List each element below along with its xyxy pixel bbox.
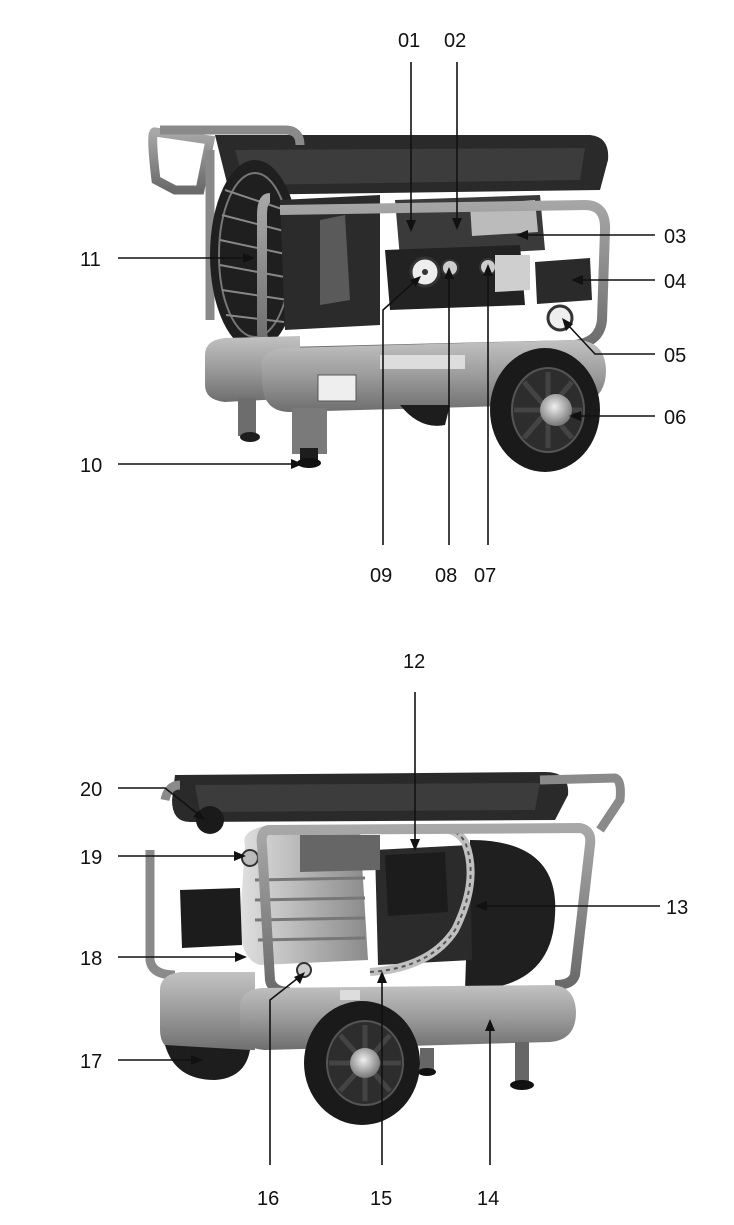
label-20: 20 xyxy=(80,779,102,801)
arrowhead-12 xyxy=(410,839,420,851)
label-12: 12 xyxy=(403,651,425,673)
arrowhead-20 xyxy=(193,810,205,820)
labels-top: 01 02 03 04 05 06 07 08 09 10 11 xyxy=(80,30,686,587)
arrowhead-18 xyxy=(235,952,247,962)
fan-housing-rear xyxy=(465,840,556,990)
arrowhead-07 xyxy=(483,264,493,276)
arrowhead-19 xyxy=(234,851,246,861)
leader-09 xyxy=(382,281,415,545)
pressure-switch xyxy=(535,258,592,304)
leader-16 xyxy=(269,977,299,1165)
label-17: 17 xyxy=(80,1051,102,1073)
compressor-front-view xyxy=(148,125,611,472)
handle-rear xyxy=(539,773,625,833)
label-19: 19 xyxy=(80,847,102,869)
label-03: 03 xyxy=(664,226,686,248)
arrowhead-04 xyxy=(571,275,583,285)
label-11: 11 xyxy=(80,249,101,271)
arrowhead-09 xyxy=(410,276,421,287)
callouts-bottom xyxy=(118,692,660,1165)
callouts-top xyxy=(118,62,655,545)
arrowhead-13 xyxy=(475,901,487,911)
terminal-box xyxy=(385,852,448,916)
arrowhead-16 xyxy=(294,972,305,984)
arrowhead-11 xyxy=(243,253,255,263)
label-04: 04 xyxy=(664,271,686,293)
safety-valve xyxy=(296,962,312,978)
arrowhead-10 xyxy=(291,459,303,469)
label-18: 18 xyxy=(80,948,102,970)
arrowhead-08 xyxy=(444,267,454,279)
arrowhead-14 xyxy=(485,1019,495,1031)
label-15: 15 xyxy=(370,1188,392,1210)
leader-05 xyxy=(567,324,655,355)
label-10: 10 xyxy=(80,455,102,477)
rear-tank-bottom xyxy=(160,972,255,1052)
label-14: 14 xyxy=(477,1188,499,1210)
label-06: 06 xyxy=(664,407,686,429)
air-filter xyxy=(196,806,224,834)
label-09: 09 xyxy=(370,565,392,587)
arrowhead-05 xyxy=(562,318,573,331)
labels-bottom: 12 13 14 15 16 17 18 19 20 xyxy=(80,651,688,1210)
label-13: 13 xyxy=(666,897,688,919)
label-02: 02 xyxy=(444,30,466,52)
arrowhead-17 xyxy=(191,1055,203,1065)
arrowhead-15 xyxy=(377,971,387,983)
label-05: 05 xyxy=(664,345,686,367)
arrowhead-02 xyxy=(452,218,462,230)
compressor-rear-view xyxy=(145,772,625,1125)
arrowhead-06 xyxy=(569,411,581,421)
arrowhead-01 xyxy=(406,220,416,232)
handle xyxy=(148,127,216,195)
label-16: 16 xyxy=(257,1188,279,1210)
label-01: 01 xyxy=(398,30,420,52)
label-07: 07 xyxy=(474,565,496,587)
leader-20 xyxy=(118,787,199,815)
arrowhead-03 xyxy=(516,230,528,240)
label-08: 08 xyxy=(435,565,457,587)
